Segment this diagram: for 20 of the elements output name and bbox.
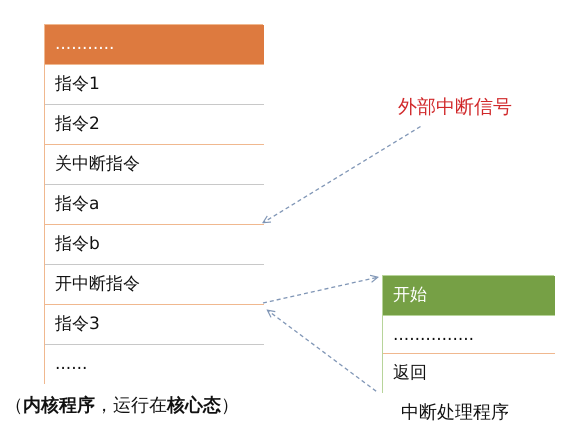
instruction-row: 返回: [383, 354, 555, 394]
arrow: [262, 126, 421, 224]
table-caption: （内核程序，运行在核心态）: [5, 394, 239, 417]
table-header-row: 开始: [383, 276, 555, 316]
instruction-row: 指令1: [45, 65, 264, 105]
signal-label: 外部中断信号: [398, 92, 548, 122]
node-label: 返回: [393, 363, 427, 383]
instruction-row: 指令b: [45, 225, 264, 265]
table-caption: 中断处理程序: [401, 401, 509, 424]
table-header-row: ...........: [45, 25, 264, 65]
instruction-row: ......: [45, 345, 264, 385]
arrow: [262, 274, 378, 304]
instruction-row: 关中断指令: [45, 145, 264, 185]
instruction-row: 指令2: [45, 105, 264, 145]
instruction-row: ...............: [383, 316, 555, 354]
instruction-row: 指令3: [45, 305, 264, 345]
instruction-row: 开中断指令: [45, 265, 264, 305]
instruction-row: 指令a: [45, 185, 264, 225]
node-label: ......: [55, 354, 88, 374]
arrow: [266, 310, 376, 392]
